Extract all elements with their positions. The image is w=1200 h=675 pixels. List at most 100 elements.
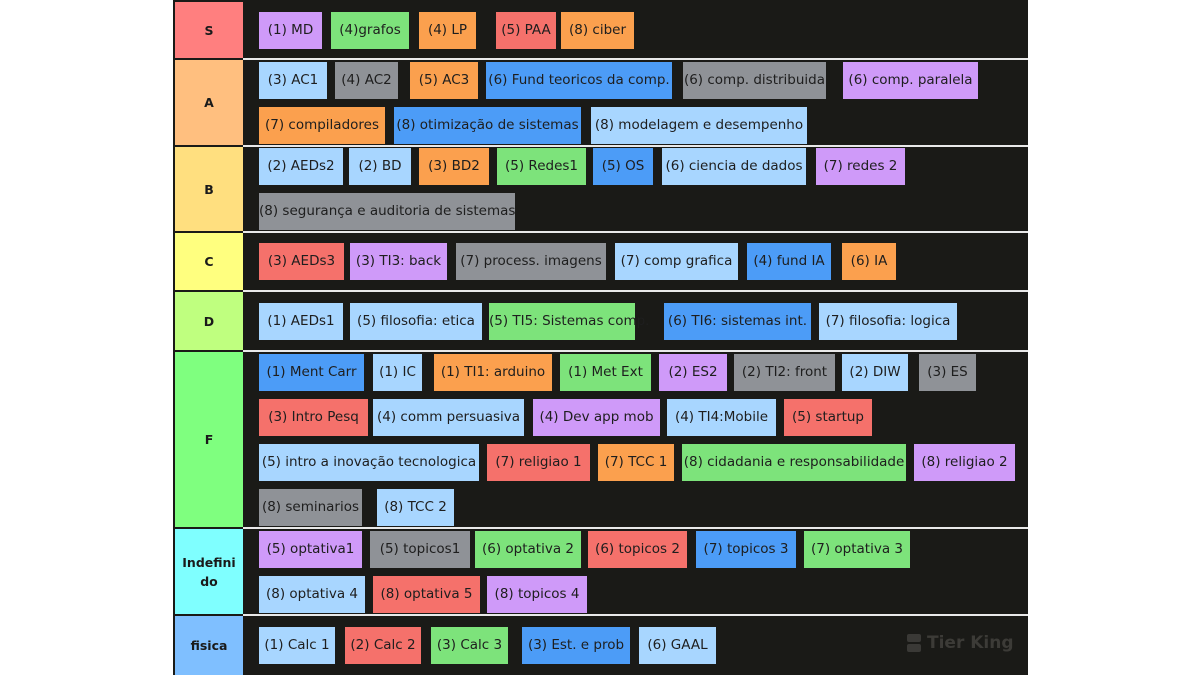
tier-item[interactable]: (7) comp grafica [615,243,738,280]
tier-item[interactable]: (6) ciencia de dados [662,148,806,185]
tier-label[interactable]: D [175,292,243,350]
row-divider [243,350,1028,352]
watermark: Tier King [907,633,1014,653]
tier-item[interactable]: (8) otimização de sistemas [394,107,581,144]
tier-item[interactable]: (7) religiao 1 [487,444,590,481]
tier-items: (1) MD(4)grafos (4) LP (5) PAA(8) ciber [251,2,1024,58]
tier-item[interactable]: (7) optativa 3 [804,531,910,568]
tier-item[interactable]: (1) Calc 1 [259,627,335,664]
tier-item[interactable]: (3) AC1 [259,62,327,99]
tier-item[interactable]: (5) filosofia: etica [350,303,482,340]
tier-item[interactable]: (5) AC3 [410,62,478,99]
tier-item[interactable]: (3) Est. e prob [522,627,630,664]
tier-item[interactable]: (7) filosofia: logica [819,303,957,340]
tier-item[interactable]: (5) PAA [496,12,556,49]
tier-item[interactable]: (3) BD2 [419,148,489,185]
tier-row-indefinido: Indefinido(5) optativa1(5) topicos1(6) o… [173,529,1028,614]
row-divider [243,614,1028,616]
tier-label[interactable]: S [175,2,243,58]
tier-item[interactable]: (6) optativa 2 [475,531,581,568]
tier-item[interactable]: (8) cidadania e responsabilidade [682,444,906,481]
tier-label[interactable]: C [175,233,243,290]
tier-item[interactable]: (4) comm persuasiva [373,399,524,436]
tier-item[interactable]: (2) TI2: front [734,354,835,391]
tier-item[interactable]: (3) TI3: back [350,243,447,280]
row-divider [243,145,1028,147]
tier-item[interactable]: (1) AEDs1 [259,303,343,340]
tier-label[interactable]: Indefinido [175,529,243,614]
tier-item[interactable]: (1) IC [373,354,422,391]
tier-item[interactable]: (7) compiladores [259,107,385,144]
tier-item[interactable]: (4) fund IA [747,243,831,280]
tier-items: (1) AEDs1(5) filosofia: etica(5) TI5: Si… [251,292,1024,350]
tier-row-fisica: fisica (1) Calc 1 (2) Calc 2 (3) Calc 3 (3) … [173,616,1028,675]
tier-item[interactable]: (3) AEDs3 [259,243,344,280]
row-divider [243,290,1028,292]
tier-item[interactable]: (1) Met Ext [560,354,651,391]
tier-item[interactable]: (8) religiao 2 [914,444,1015,481]
tier-item[interactable]: (2) ES2 [659,354,727,391]
tier-row-f: F (1) Ment Carr(1) IC (1) TI1: arduino(1) … [173,352,1028,527]
tier-item[interactable]: (8) ciber [561,12,634,49]
tier-item[interactable]: (8) seminarios [259,489,362,526]
row-divider [243,231,1028,233]
tier-item[interactable]: (6) Fund teoricos da comp. [486,62,672,99]
watermark-text: Tier King [927,633,1014,653]
tier-item[interactable]: (1) Ment Carr [259,354,364,391]
tier-item[interactable]: (5) topicos1 [370,531,470,568]
tier-king-logo-icon [907,634,921,652]
tier-row-d: D(1) AEDs1(5) filosofia: etica(5) TI5: S… [173,292,1028,350]
tier-item[interactable]: (2) Calc 2 [345,627,421,664]
tier-item[interactable]: (1) TI1: arduino [434,354,552,391]
tier-items: (1) Calc 1 (2) Calc 2 (3) Calc 3 (3) Est. e… [251,616,1024,675]
tier-items: (1) Ment Carr(1) IC (1) TI1: arduino(1) M… [251,352,1024,527]
tier-items: (2) AEDs2(2) BD(3) BD2(5) Redes1(5) OS(6… [251,147,1024,231]
tier-item[interactable]: (5) OS [593,148,653,185]
tier-item[interactable]: (7) topicos 3 [696,531,796,568]
tier-item[interactable]: (6) IA [842,243,896,280]
tier-item[interactable]: (4) AC2 [335,62,398,99]
tier-label[interactable]: fisica [175,616,243,675]
row-divider [243,527,1028,529]
tier-items: (3) AEDs3(3) TI3: back(7) process. image… [251,233,1024,290]
tier-item[interactable]: (7) process. imagens [456,243,606,280]
tier-item[interactable]: (2) AEDs2 [259,148,343,185]
tier-item[interactable]: (7) redes 2 [816,148,905,185]
tier-label[interactable]: A [175,60,243,145]
tier-item[interactable]: (8) segurança e auditoria de sistemas [259,193,515,230]
tier-item[interactable]: (8) TCC 2 [377,489,454,526]
tier-row-s: S (1) MD(4)grafos (4) LP (5) PAA(8) ciber [173,2,1028,58]
tier-item[interactable]: (4)grafos [331,12,409,49]
tier-items: (3) AC1(4) AC2 (5) AC3(6) Fund teoricos d… [251,60,1024,145]
tier-label[interactable]: B [175,147,243,231]
tier-item[interactable]: (2) DIW [842,354,908,391]
tier-item[interactable]: (4) Dev app mob [533,399,660,436]
tier-item[interactable]: (8) modelagem e desempenho [591,107,807,144]
tier-row-c: C(3) AEDs3(3) TI3: back(7) process. imag… [173,233,1028,290]
tier-item[interactable]: (7) TCC 1 [598,444,674,481]
tier-item[interactable]: (4) LP [419,12,476,49]
tier-item[interactable]: (3) Intro Pesq [259,399,368,436]
tier-row-a: A (3) AC1(4) AC2 (5) AC3(6) Fund teoricos … [173,60,1028,145]
tier-item[interactable]: (3) Calc 3 [431,627,508,664]
tier-item[interactable]: (5) Redes1 [497,148,586,185]
tier-item[interactable]: (2) BD [349,148,411,185]
tier-item[interactable]: (4) TI4:Mobile [667,399,776,436]
tier-items: (5) optativa1(5) topicos1(6) optativa 2(… [251,529,1024,614]
tier-item[interactable]: (3) ES [919,354,976,391]
tier-item[interactable]: (1) MD [259,12,322,49]
tier-item[interactable]: (5) optativa1 [259,531,362,568]
tier-item[interactable]: (5) TI5: Sistemas comp. [489,303,649,340]
tier-item[interactable]: (8) optativa 5 [373,576,480,613]
tier-item[interactable]: (8) optativa 4 [259,576,365,613]
tier-item[interactable]: (8) topicos 4 [487,576,587,613]
tier-item[interactable]: (6) GAAL [639,627,716,664]
tier-item[interactable]: (6) topicos 2 [588,531,687,568]
tier-item[interactable]: (6) comp. paralela [843,62,978,99]
tier-label[interactable]: F [175,352,243,527]
tier-item[interactable]: (5) intro a inovação tecnologica [259,444,479,481]
tier-item[interactable]: (5) startup [784,399,872,436]
tier-item[interactable]: (6) TI6: sistemas int. [664,303,811,340]
tier-item[interactable]: (6) comp. distribuida [683,62,826,99]
